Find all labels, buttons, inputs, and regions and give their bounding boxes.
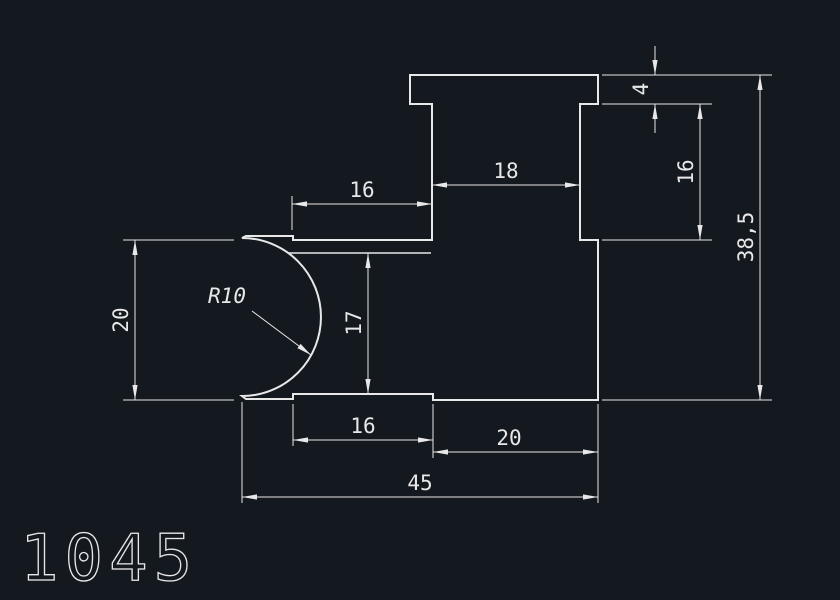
dim-overall-height: 38,5: [602, 75, 772, 401]
dim-text-cavity-height: 17: [342, 310, 366, 335]
dim-left-height: 20: [109, 239, 234, 401]
profile-outline: [239, 74, 599, 401]
arrowhead: [132, 240, 138, 255]
dim-bottom-left-width: 16: [292, 404, 434, 458]
arrowhead: [132, 385, 138, 400]
arrowhead: [433, 449, 448, 455]
dim-bottom-right-width: 20: [433, 404, 599, 503]
part-number-label: 1045: [20, 522, 198, 596]
arrowhead: [697, 104, 703, 119]
arrowhead: [292, 201, 307, 207]
arrowhead: [583, 494, 598, 500]
dim-cap-thickness: 4: [602, 46, 772, 133]
dim-text-bottom-left-width: 16: [350, 414, 375, 438]
dim-text-right-recess-height: 16: [674, 159, 698, 184]
arrowhead: [652, 104, 658, 119]
dim-groove-radius: R10: [208, 284, 312, 356]
arrowhead: [697, 225, 703, 240]
arrowhead: [297, 343, 311, 355]
dim-text-cap-thickness: 4: [629, 83, 653, 96]
arrowhead: [565, 182, 580, 188]
dim-text-overall-height: 38,5: [734, 212, 758, 263]
arrowhead: [432, 182, 447, 188]
dim-text-left-height: 20: [109, 307, 133, 332]
dim-cavity-height: 17: [342, 253, 371, 394]
arrowhead: [417, 201, 432, 207]
dim-text-overall-width: 45: [407, 471, 432, 495]
arrowhead: [757, 385, 763, 400]
dim-text-top-flange-width: 16: [349, 178, 374, 202]
dim-overall-width: 45: [241, 402, 598, 503]
arrowhead: [365, 379, 371, 394]
dimension-annotations: 16 18 4 16: [109, 46, 772, 503]
profile-geometry: [239, 74, 599, 401]
dim-text-stem-width: 18: [493, 159, 518, 183]
dim-text-groove-radius: R10: [208, 284, 246, 308]
dim-text-bottom-right-width: 20: [496, 426, 521, 450]
arrowhead: [652, 60, 658, 75]
dim-top-flange-width: 16: [291, 178, 432, 230]
dim-right-recess-height: 16: [602, 104, 712, 241]
arrowhead: [242, 494, 257, 500]
arrowhead: [293, 437, 308, 443]
arrowhead: [418, 437, 433, 443]
arrowhead: [757, 75, 763, 90]
arrowhead: [365, 253, 371, 268]
dim-stem-width: 18: [432, 159, 580, 188]
arrowhead: [583, 449, 598, 455]
